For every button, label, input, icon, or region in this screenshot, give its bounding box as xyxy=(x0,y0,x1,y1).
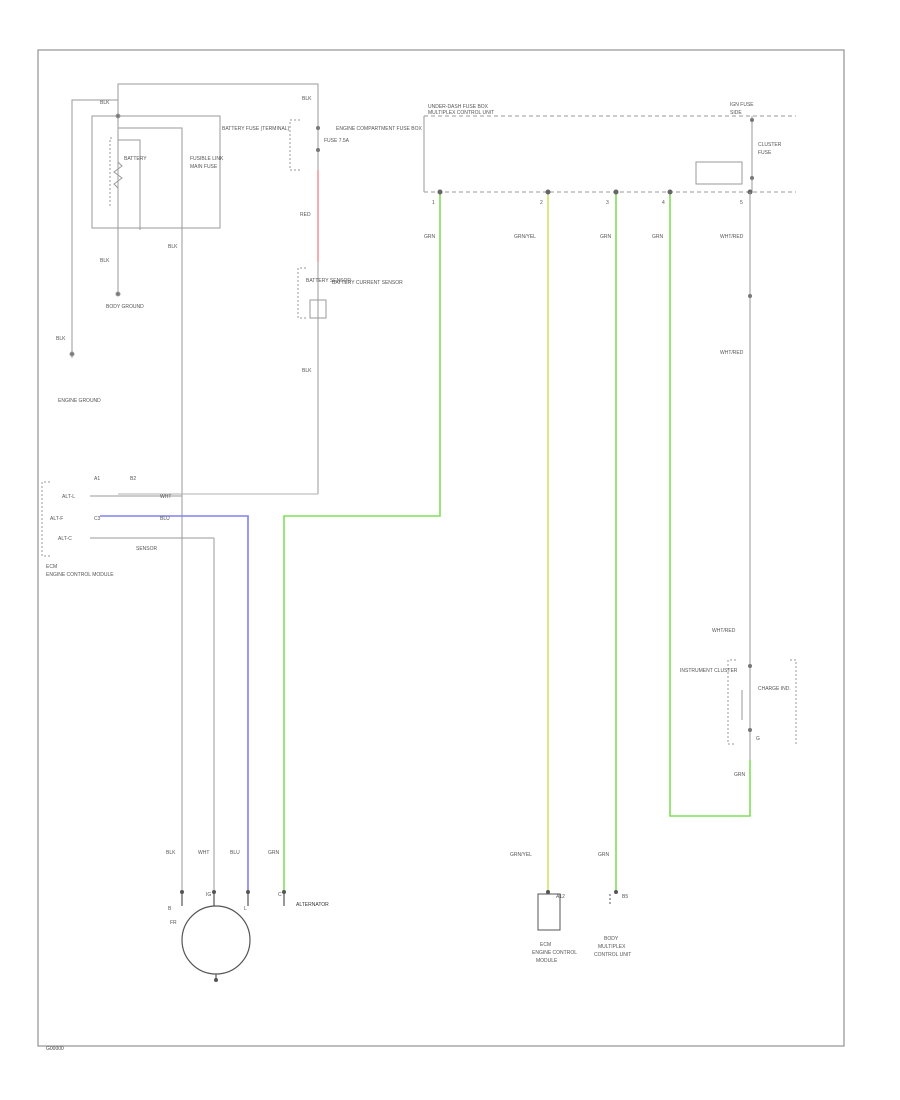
ign-fuse-label: IGN FUSE xyxy=(730,102,754,108)
body-ground-label: BODY GROUND xyxy=(106,304,144,310)
ecm-subname: ENGINE CONTROL MODULE xyxy=(46,572,114,578)
bottom-components xyxy=(537,890,618,931)
green-lower-label: GRN xyxy=(734,772,746,778)
bottom-body-sub: MULTIPLEX xyxy=(598,944,626,950)
junction-box-label: UNDER-DASH FUSE BOX xyxy=(428,104,489,110)
pin-5: 5 xyxy=(740,200,743,206)
pin-2: 2 xyxy=(540,200,543,206)
alternator-wht-wire: WHT xyxy=(198,850,209,856)
battery-section xyxy=(69,83,319,900)
alternator-pin-c: C xyxy=(278,892,282,898)
battery-label: BATTERY xyxy=(124,156,147,162)
ecm-connector xyxy=(41,481,318,892)
battery-sensor-label: BATTERY SENSOR xyxy=(306,278,351,284)
bottom-body-name: BODY xyxy=(604,936,619,942)
engine-ground-label: ENGINE GROUND xyxy=(58,398,101,404)
bottom-grn-label: GRN xyxy=(598,852,610,858)
blk-wire-left: BLK xyxy=(56,336,66,342)
alternator-grn-wire: GRN xyxy=(268,850,280,856)
main-fuse-label: MAIN FUSE xyxy=(190,164,218,170)
bottom-ecm-pin: A12 xyxy=(556,894,565,900)
green-wire-label: GRN xyxy=(424,234,436,240)
bottom-ecm-sub2: MODULE xyxy=(536,958,558,964)
blk-wire-upper: BLK xyxy=(168,244,178,250)
alternator-pin-fr: FR xyxy=(170,920,177,926)
ecm-name: ECM xyxy=(46,564,57,570)
cluster-fuse-sublabel: FUSE xyxy=(758,150,772,156)
alternator-pin-l: L xyxy=(244,906,247,912)
fuse-box-top-label: BLK xyxy=(302,96,312,102)
under-dash-fuse-box xyxy=(423,115,796,193)
pin-1: 1 xyxy=(432,200,435,206)
ign-fuse-sublabel: SIDE xyxy=(730,110,742,116)
ecm-wire-blu: BLU xyxy=(160,516,170,522)
pin-3: 3 xyxy=(606,200,609,206)
green-mid-wire-label: GRN xyxy=(600,234,612,240)
bottom-body-sub2: CONTROL UNIT xyxy=(594,952,631,958)
battery-terminal-label: BLK xyxy=(100,100,110,106)
alternator-pin-ig: IG xyxy=(206,892,211,898)
junction-box-sublabel: MULTIPLEX CONTROL UNIT xyxy=(428,110,494,116)
red-wire-label: RED xyxy=(300,212,311,218)
alternator-label: ALTERNATOR xyxy=(296,902,329,908)
ecm-pin-a1: A1 xyxy=(94,476,100,482)
diagram-frame xyxy=(37,49,845,1047)
green-wire-cluster-loop xyxy=(669,192,751,817)
alternator-terminals xyxy=(180,890,286,982)
cluster-ground-pin: G xyxy=(756,736,760,742)
fuse-box-section xyxy=(289,119,327,319)
diagram-caption: G00000 xyxy=(46,1046,64,1052)
battery-fuse-label: BATTERY FUSE (TERMINAL) xyxy=(222,126,290,132)
green-wire-alternator xyxy=(283,192,441,892)
alternator-blk-wire: BLK xyxy=(166,850,176,856)
alternator-pin-b: B xyxy=(168,906,172,912)
bottom-body-pin: B5 xyxy=(622,894,628,900)
fuse-rating-label: FUSE 7.5A xyxy=(324,138,350,144)
fuse-label: FUSIBLE LINK xyxy=(190,156,224,162)
fuse-box-name: ENGINE COMPARTMENT FUSE BOX xyxy=(336,126,423,132)
ecm-pin-alt-f: ALT-F xyxy=(50,516,63,522)
ecm-pin-c3: C3 xyxy=(94,516,101,522)
blk-wire-mid: BLK xyxy=(100,258,110,264)
yellow-green-wire-label: GRN/YEL xyxy=(514,234,536,240)
pin-4: 4 xyxy=(662,200,665,206)
ecm-pin-b2: B2 xyxy=(130,476,136,482)
bottom-ecm-name: ECM xyxy=(540,942,551,948)
bottom-grn-yel-label: GRN/YEL xyxy=(510,852,532,858)
colored-wires xyxy=(100,192,751,892)
white-red-lower-label: WHT/RED xyxy=(712,628,736,634)
instrument-cluster-label: INSTRUMENT CLUSTER xyxy=(680,668,738,674)
ecm-pin-alt-l: ALT-L xyxy=(62,494,75,500)
sensor-name-label: BATTERY CURRENT SENSOR xyxy=(332,280,403,286)
bottom-ecm-sub: ENGINE CONTROL xyxy=(532,950,577,956)
charge-indicator-label: CHARGE IND. xyxy=(758,686,791,692)
alternator xyxy=(181,892,285,980)
sensor-wire-label: BLK xyxy=(302,368,312,374)
ecm-wire-wht: WHT xyxy=(160,494,171,500)
cluster-fuse-label: CLUSTER xyxy=(758,142,782,148)
white-red-wire-label: WHT/RED xyxy=(720,234,744,240)
ecm-pin-alt-c: ALT-C xyxy=(58,536,72,542)
white-red-wire-label-2: WHT/RED xyxy=(720,350,744,356)
cluster-wire xyxy=(727,192,797,760)
blue-wire xyxy=(100,515,249,892)
green-right-wire-label: GRN xyxy=(652,234,664,240)
alternator-blu-wire: BLU xyxy=(230,850,240,856)
ecm-wire-sensor: SENSOR xyxy=(136,546,158,552)
